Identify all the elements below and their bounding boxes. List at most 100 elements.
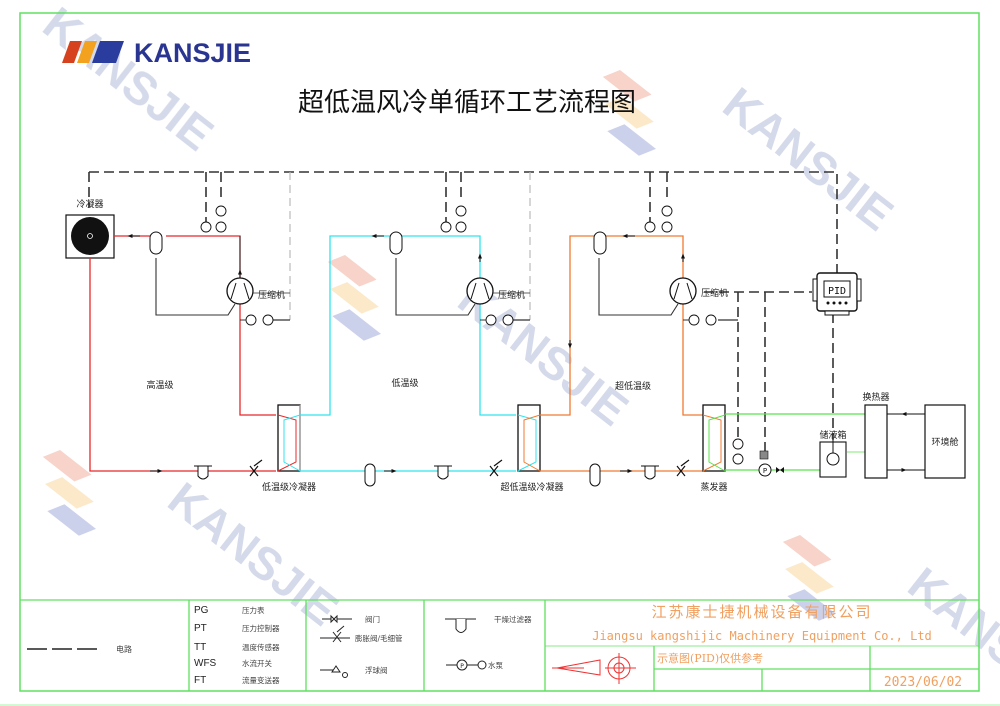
valve-icon	[330, 614, 338, 624]
valve-icon	[776, 467, 784, 473]
legend-code-row: FT 流量变送器	[194, 675, 280, 686]
expansion-valve-icon	[489, 459, 503, 477]
logo-stripe-blue	[92, 41, 124, 63]
svg-text:流量变送器: 流量变送器	[242, 675, 280, 685]
svg-text:PT: PT	[194, 623, 207, 634]
svg-text:压力表: 压力表	[242, 605, 265, 615]
svg-text:干燥过滤器: 干燥过滤器	[494, 614, 532, 624]
svg-text:压缩机: 压缩机	[498, 289, 525, 301]
watermark-4	[327, 255, 381, 341]
stage-label-high: 高温级	[146, 379, 173, 391]
watermark-6	[42, 450, 96, 536]
svg-text:压缩机: 压缩机	[258, 289, 285, 301]
water-pump-icon	[758, 463, 772, 477]
filter-drier-icon	[455, 619, 467, 633]
logo-stripe-orange	[77, 41, 97, 63]
stage-label-low: 低温级	[391, 377, 418, 389]
expansion-valve-icon	[332, 625, 345, 643]
svg-text:FT: FT	[194, 675, 206, 686]
stage-label-ultra-low: 超低温级	[615, 380, 651, 392]
gauges-ultra-low	[644, 205, 717, 326]
low-stage-loop	[300, 235, 516, 472]
company-name-en: Jiangsu kangshijic Machinery Equipment C…	[592, 629, 932, 643]
liquid-receiver	[593, 231, 607, 255]
low-stage-condenser: 低温级冷凝器	[262, 404, 316, 493]
filter-drier	[197, 466, 209, 480]
svg-text:蒸发器: 蒸发器	[700, 481, 727, 493]
legend-expansion-valve: 膨胀阀/毛细管	[320, 625, 403, 643]
legend-filter-drier: 干燥过滤器	[445, 614, 532, 633]
svg-text:浮球阀: 浮球阀	[365, 665, 388, 675]
legend-codes: PG 压力表 PT 压力控制器 TT 温度传感器 WFS 水流开关 FT 流量变…	[194, 605, 280, 686]
projection-symbol-icon	[552, 653, 636, 684]
page-title: 超低温风冷单循环工艺流程图	[298, 88, 636, 118]
svg-text:电路: 电路	[116, 644, 132, 654]
drawing-frame	[19, 12, 980, 692]
logo-text: KANSJIE	[134, 38, 251, 68]
compressor-1: 压缩机	[226, 277, 290, 305]
compressor-2: 压缩机	[466, 277, 530, 305]
svg-text:P: P	[763, 467, 767, 475]
legend-water-pump: P 水泵	[446, 659, 503, 671]
filter-drier	[437, 466, 449, 480]
svg-text:温度传感器: 温度传感器	[242, 642, 280, 652]
svg-text:环境舱: 环境舱	[931, 436, 958, 448]
compressor-icon	[669, 277, 697, 305]
svg-text:KANSJIE: KANSJIE	[714, 77, 903, 241]
condenser-fan-icon	[71, 217, 109, 255]
water-loop	[725, 413, 865, 471]
legend-electric: 电路	[27, 644, 132, 654]
legend-symbols-a: 阀门 膨胀阀/毛细管 浮球阀	[320, 614, 403, 678]
legend-valve: 阀门	[322, 614, 380, 624]
watermark-8	[782, 535, 836, 621]
svg-text:压力控制器: 压力控制器	[242, 623, 280, 633]
expansion-valve-icon	[676, 459, 690, 477]
company-name-cn: 江苏康士捷机械设备有限公司	[651, 603, 872, 621]
motor-icon	[477, 660, 487, 670]
compressor-icon	[466, 277, 494, 305]
legend-table	[20, 599, 979, 691]
gauges-low	[440, 205, 514, 326]
electric-bus-top	[89, 171, 838, 273]
environment-chamber: 环境舱	[924, 404, 966, 479]
liquid-receiver	[589, 463, 601, 487]
liquid-receiver	[389, 231, 403, 255]
reference-note: 示意图(PID)仅供参考	[657, 651, 763, 665]
watermark-3: KANSJIE	[714, 77, 903, 241]
expansion-valve-icon	[249, 459, 263, 477]
heat-exchanger: 换热器	[862, 391, 890, 479]
svg-text:压缩机: 压缩机	[701, 287, 728, 299]
filter-drier	[644, 466, 656, 480]
condenser: 冷凝器	[65, 198, 115, 259]
electric-circuit-gray	[289, 172, 531, 320]
svg-text:WFS: WFS	[194, 658, 217, 669]
watermark-2	[602, 70, 656, 156]
watermark-1: KANSJIE	[34, 0, 223, 161]
legend-code-row: PG 压力表	[194, 605, 265, 616]
svg-text:冷凝器: 冷凝器	[76, 198, 103, 210]
svg-text:储液箱: 储液箱	[819, 429, 846, 441]
svg-text:PG: PG	[194, 605, 209, 616]
compressor-icon	[226, 277, 254, 305]
svg-text:水泵: 水泵	[488, 660, 503, 670]
legend-float-valve: 浮球阀	[320, 665, 388, 678]
legend-symbols-b: 干燥过滤器 P 水泵	[445, 614, 532, 671]
svg-text:低温级冷凝器: 低温级冷凝器	[262, 481, 316, 493]
storage-tank: 储液箱	[819, 429, 847, 478]
pump-icon	[456, 659, 468, 671]
svg-text:P: P	[460, 663, 464, 670]
logo-stripe-red	[62, 41, 82, 63]
svg-text:超低温级冷凝器: 超低温级冷凝器	[500, 481, 563, 493]
legend-code-row: PT 压力控制器	[194, 623, 280, 634]
high-stage-loop	[89, 235, 276, 472]
electric-circuit	[88, 171, 838, 455]
gauges-water	[732, 438, 744, 465]
drawing-date: 2023/06/02	[884, 675, 962, 690]
svg-text:TT: TT	[194, 642, 206, 653]
legend-code-row: WFS 水流开关	[194, 658, 272, 669]
svg-text:阀门: 阀门	[365, 615, 380, 624]
company-logo: KANSJIE	[62, 38, 251, 68]
svg-text:水流开关: 水流开关	[242, 658, 272, 668]
svg-text:PID: PID	[828, 286, 846, 297]
ultra-low-stage-condenser: 超低温级冷凝器	[500, 404, 564, 493]
